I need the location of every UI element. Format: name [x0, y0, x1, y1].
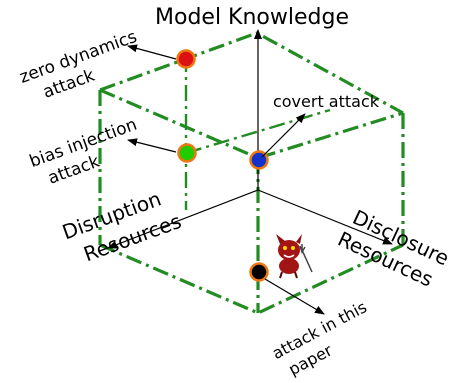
disruption-resources-axis [107, 189, 259, 249]
model-knowledge-label: Model Knowledge [155, 5, 349, 30]
axes [107, 29, 393, 249]
this-paper-attack-label: attack in this paper [269, 297, 370, 379]
zero-dynamics-attack-point [176, 49, 196, 69]
zero-dynamics-pointer [127, 44, 177, 60]
bias-injection-attack-point [177, 143, 197, 163]
disruption-resources-label: Disruption Resources [59, 186, 185, 266]
attack-points [176, 49, 269, 282]
this-paper-attack-point [249, 262, 269, 282]
cube-front-top-edges [99, 88, 404, 160]
disclosure-resources-axis [257, 189, 393, 245]
zero-dynamics-attack-label: zero dynamics attack [17, 27, 140, 103]
cube-inner-horizontal-edge [185, 108, 331, 155]
bias-injection-attack-label: bias injection attack [27, 115, 140, 189]
pointer-arrows [127, 44, 325, 315]
disclosure-resources-label: Disclosure Resources [334, 205, 450, 292]
covert-attack-label: covert attack [273, 92, 380, 111]
this-paper-pointer [264, 278, 325, 315]
bias-injection-pointer [127, 138, 177, 153]
covert-attack-pointer [261, 113, 306, 158]
devil-icon [276, 234, 313, 279]
